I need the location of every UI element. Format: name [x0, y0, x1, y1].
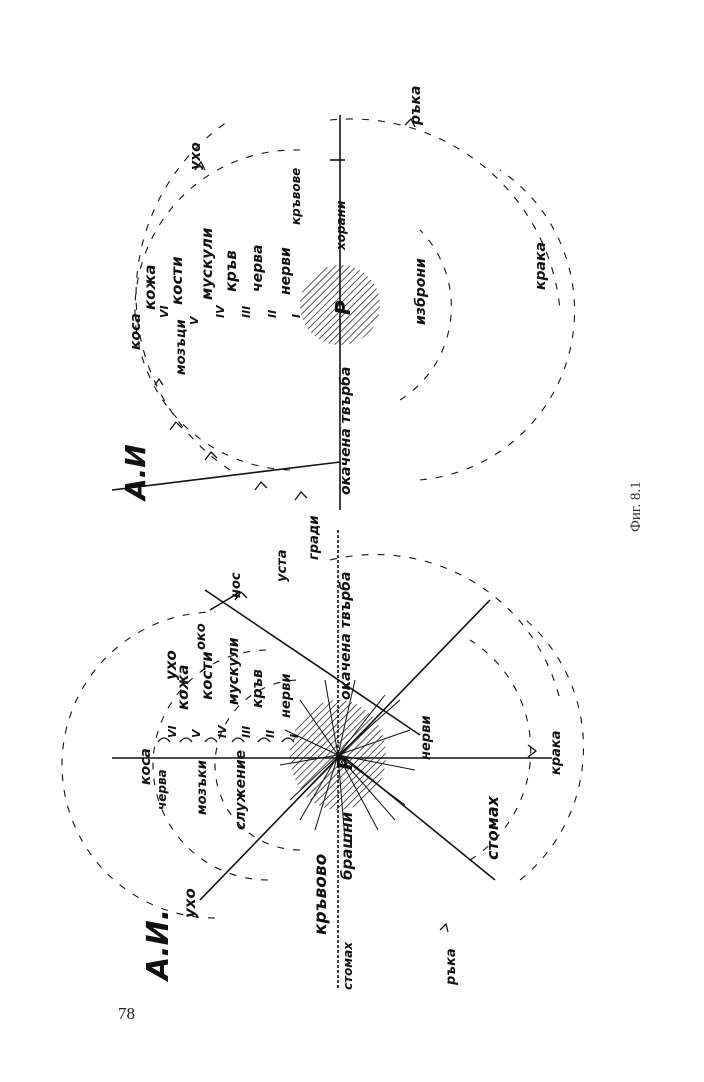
left-label-nos: нос	[229, 572, 244, 598]
left-label-sluzhenie: служение	[233, 750, 249, 830]
left-drawing: А.И. ухо ухо око нос уста гради окачена …	[61, 516, 585, 990]
right-arc-3	[419, 169, 576, 481]
right-center-p: Р	[331, 300, 355, 315]
right-label-vybrani: изброни	[413, 258, 429, 325]
left-diagonal-1b	[204, 589, 421, 736]
left-center-p: Р	[333, 755, 357, 770]
right-label-khorani: хорани	[334, 200, 348, 251]
left-label-krvovo: кръвово	[311, 853, 331, 935]
right-arrow-marks	[154, 117, 416, 501]
right-label-muzgi: мозъци	[174, 319, 189, 375]
left-diagonal-2	[344, 757, 496, 881]
left-label-krv: кръв	[250, 669, 266, 708]
right-label-ruka: ръка	[408, 86, 424, 127]
right-label-ukho: ухо	[188, 142, 204, 170]
left-label-okachena: окачена твърба	[338, 572, 354, 700]
left-label-kosa: коса	[138, 748, 154, 785]
right-label-kosa: коса	[128, 313, 144, 350]
right-roman-iii: III	[240, 306, 253, 318]
right-label-kraka: крака	[533, 242, 549, 290]
left-brackets	[157, 737, 295, 743]
left-arrow-marks	[234, 591, 538, 933]
right-corner-label: А.И	[119, 444, 152, 502]
right-label-kosti: кости	[168, 256, 186, 305]
left-arc-6	[329, 553, 561, 701]
left-label-kozha: кожа	[174, 664, 192, 710]
left-arc-2	[152, 649, 269, 881]
right-roman-vi: VI	[158, 305, 171, 318]
left-label-stomah-2: нерви	[419, 716, 434, 760]
left-arc-5	[469, 639, 532, 861]
left-arc-4	[519, 614, 585, 881]
left-label-ukho: ухо	[181, 888, 199, 918]
left-label-extra: стомах	[341, 941, 355, 990]
left-label-oko: око	[194, 623, 209, 650]
left-label-stomah: стомах	[483, 795, 502, 860]
right-label-muskuli: мускули	[198, 227, 216, 300]
right-label-cherva: черва	[250, 245, 266, 292]
right-roman-iv: IV	[214, 304, 227, 318]
left-label-brashni: брашни	[338, 811, 356, 880]
left-label-cherva: черва	[155, 769, 169, 810]
left-label-kosti: кости	[198, 651, 216, 700]
right-corner-line	[111, 461, 341, 491]
left-roman-iii: III	[240, 726, 253, 738]
left-label-usta: уста	[275, 550, 290, 583]
left-label-kraka: крака	[549, 731, 564, 776]
left-arc-3	[214, 679, 301, 851]
left-arc-1	[61, 611, 216, 919]
left-corner-label: А.И.	[141, 909, 176, 982]
left-label-gradi: гради	[307, 516, 322, 560]
left-label-muskuli: мускули	[226, 637, 242, 705]
left-diagonal-1	[199, 599, 491, 901]
left-label-ukho-top: ухо	[162, 650, 180, 680]
right-label-nervi: нерви	[278, 247, 294, 295]
left-label-ruka: ръка	[444, 948, 459, 986]
left-roman-i: I	[288, 734, 301, 738]
left-roman-ii: II	[264, 730, 277, 738]
left-roman-iv: IV	[216, 724, 229, 738]
right-arc-5	[329, 118, 561, 311]
right-label-okachena: окачена твърба	[338, 367, 354, 495]
right-arc-1	[135, 119, 231, 471]
right-roman-v: V	[188, 315, 201, 325]
right-label-kozha: кожа	[141, 264, 159, 310]
right-label-krvovo: кръвове	[289, 168, 303, 225]
left-label-nervi: нерви	[279, 674, 294, 718]
right-arc-4	[399, 229, 452, 401]
right-drawing: А.И ухо ръка коса кожа кости мускули кръ…	[111, 86, 576, 510]
right-label-krv: кръв	[222, 250, 240, 292]
right-roman-ii: II	[266, 310, 279, 318]
left-roman-vi: VI	[166, 725, 179, 738]
page-number: 78	[118, 1004, 135, 1023]
left-label-muzgi: мозъки	[195, 760, 210, 815]
figure-caption: Фиг. 8.1	[628, 481, 644, 532]
left-nose-tick	[209, 591, 241, 611]
right-roman-i: I	[290, 314, 303, 318]
left-roman-v: V	[190, 728, 203, 738]
